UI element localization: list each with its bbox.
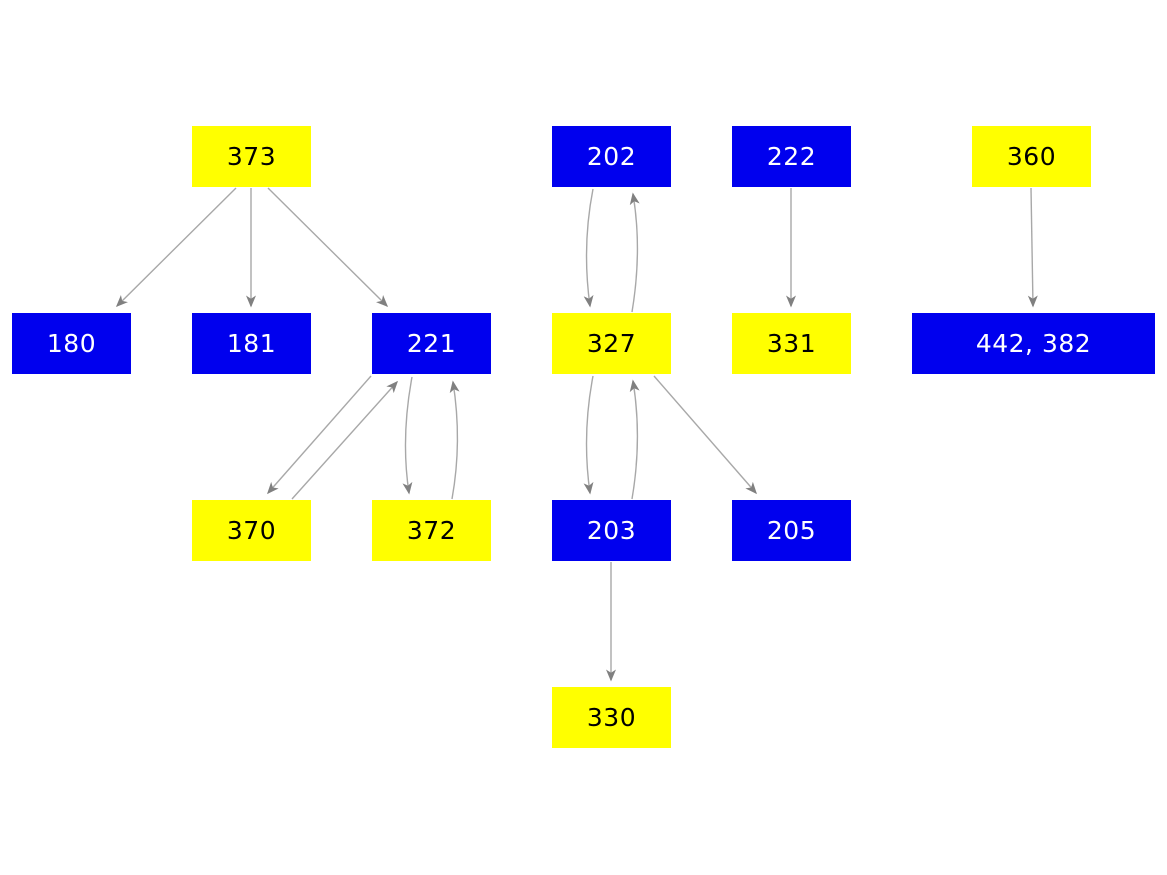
node-360[interactable]: 360 bbox=[972, 126, 1091, 187]
node-331[interactable]: 331 bbox=[732, 313, 851, 374]
edge-373-180 bbox=[115, 187, 237, 308]
node-372[interactable]: 372 bbox=[372, 500, 491, 561]
node-330[interactable]: 330 bbox=[552, 687, 671, 748]
node-327[interactable]: 327 bbox=[552, 313, 671, 374]
edge-373-221 bbox=[267, 187, 389, 308]
node-202[interactable]: 202 bbox=[552, 126, 671, 187]
edge-327-202 bbox=[629, 192, 640, 313]
edge-221-372 bbox=[402, 376, 413, 495]
edge-327-205 bbox=[653, 375, 757, 495]
node-181[interactable]: 181 bbox=[192, 313, 311, 374]
node-442-382[interactable]: 442, 382 bbox=[912, 313, 1155, 374]
edge-202-327 bbox=[583, 188, 594, 308]
edge-370-221 bbox=[291, 380, 399, 500]
node-180[interactable]: 180 bbox=[12, 313, 131, 374]
edge-203-327 bbox=[629, 379, 640, 500]
edge-221-370 bbox=[267, 375, 372, 495]
edge-327-203 bbox=[583, 375, 594, 495]
node-370[interactable]: 370 bbox=[192, 500, 311, 561]
node-222[interactable]: 222 bbox=[732, 126, 851, 187]
node-203[interactable]: 203 bbox=[552, 500, 671, 561]
edge-360-442-382 bbox=[1027, 187, 1038, 308]
node-205[interactable]: 205 bbox=[732, 500, 851, 561]
node-221[interactable]: 221 bbox=[372, 313, 491, 374]
edge-372-221 bbox=[449, 380, 460, 500]
node-373[interactable]: 373 bbox=[192, 126, 311, 187]
